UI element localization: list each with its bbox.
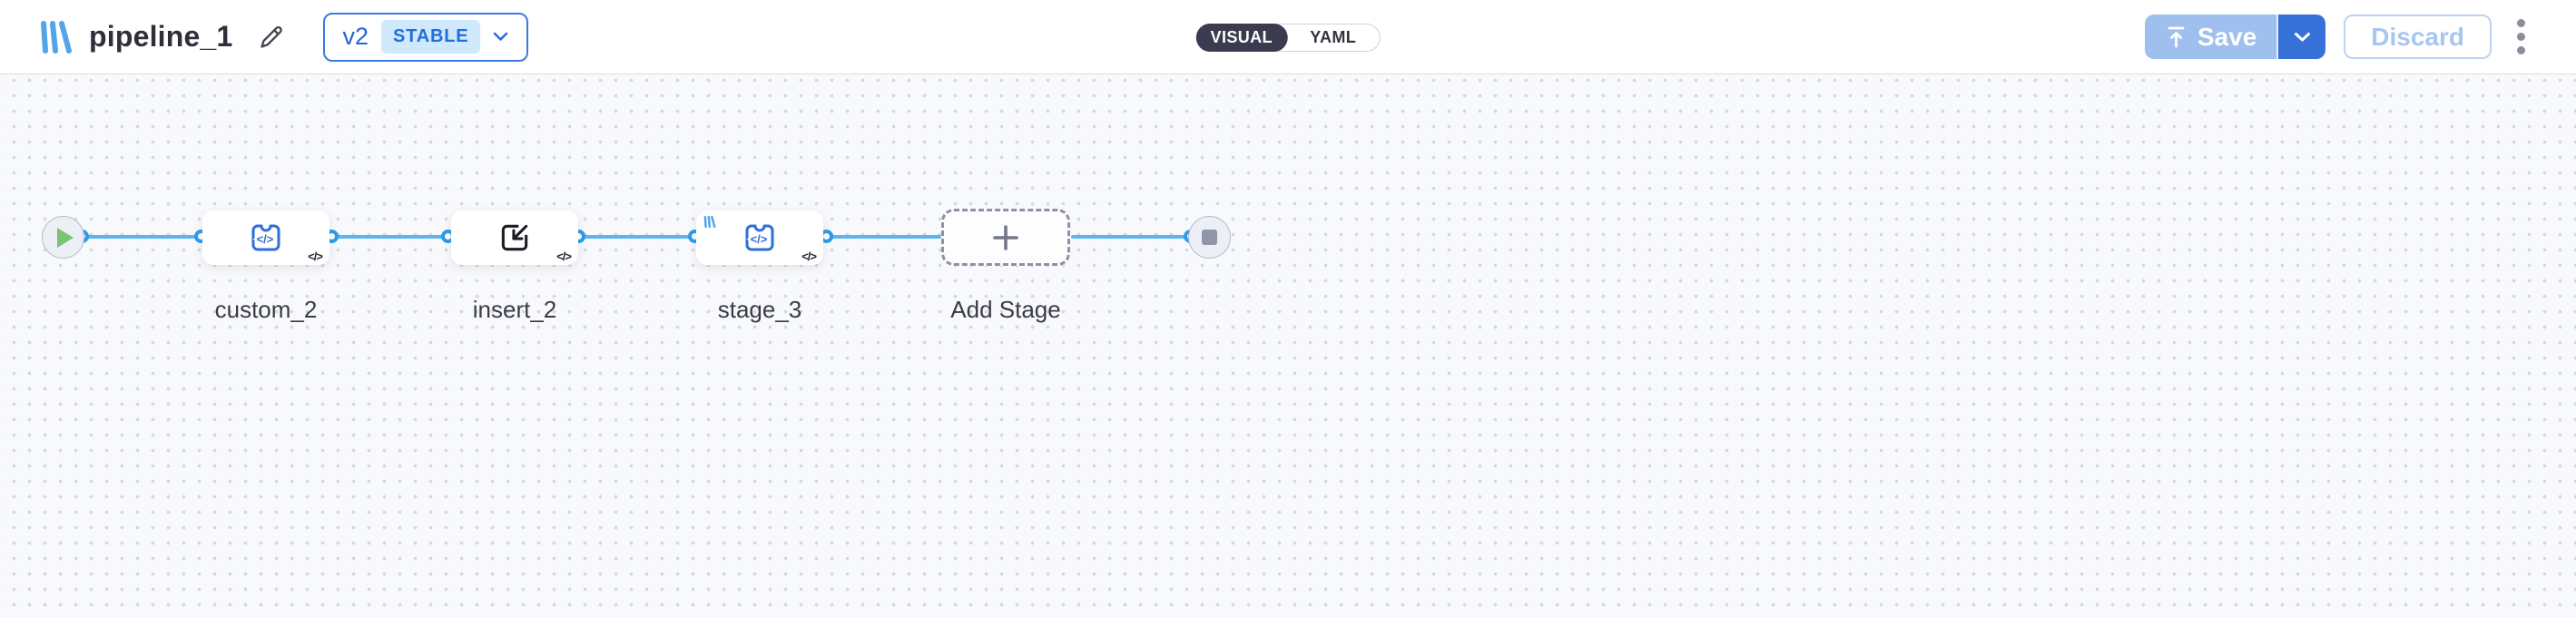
version-selector[interactable]: v2 STABLE [322, 12, 529, 62]
svg-text:</>: </> [751, 232, 768, 246]
node-label-add-stage: Add Stage [950, 296, 1061, 323]
import-icon [501, 224, 528, 251]
tab-visual[interactable]: VISUAL [1195, 24, 1288, 52]
pipeline-end-node[interactable] [1188, 216, 1231, 259]
kebab-dot [2517, 33, 2525, 41]
chevron-down-icon [494, 32, 508, 41]
pencil-icon [260, 25, 282, 48]
tab-yaml[interactable]: YAML [1287, 24, 1379, 52]
code-icon: </> [801, 250, 817, 263]
save-options-button[interactable] [2276, 15, 2326, 59]
chevron-down-icon [2294, 32, 2310, 41]
kebab-dot [2517, 46, 2525, 54]
pipeline-start-node[interactable] [42, 216, 84, 259]
add-stage-button[interactable] [941, 209, 1070, 266]
pipeline-canvas[interactable]: </> </> </> [0, 74, 2576, 617]
app-logo-icon [41, 20, 72, 54]
node-label-insert_2: insert_2 [472, 296, 557, 323]
view-mode-toggle: VISUAL YAML [1195, 24, 1381, 52]
save-split-button: Save [2144, 15, 2326, 59]
edge-start-custom2 [82, 235, 201, 239]
stop-icon [1202, 230, 1217, 245]
toolbar: pipeline_1 v2 STABLE VISUAL YAML [0, 0, 2576, 74]
puzzle-code-icon: </> [251, 224, 280, 251]
edge-custom2-insert2 [331, 235, 447, 239]
more-options-button[interactable] [2510, 14, 2532, 60]
save-button-label: Save [2197, 22, 2257, 51]
version-label: v2 [342, 23, 369, 50]
version-status-badge: STABLE [381, 20, 481, 54]
stage-node-stage_3[interactable]: </> </> [696, 211, 823, 265]
toolbar-right: Save Discard [2144, 14, 2532, 60]
stage-node-custom_2[interactable]: </> </> [202, 211, 329, 265]
node-label-custom_2: custom_2 [214, 296, 318, 323]
svg-text:</>: </> [257, 232, 274, 246]
edge-stage3-addstage [826, 235, 941, 239]
save-button[interactable]: Save [2144, 15, 2277, 59]
edge-insert2-stage3 [578, 235, 694, 239]
node-label-stage_3: stage_3 [717, 296, 802, 323]
edit-title-button[interactable] [253, 19, 289, 54]
plus-icon [993, 224, 1018, 250]
play-icon [57, 227, 74, 248]
puzzle-code-icon: </> [745, 224, 774, 251]
code-icon: </> [556, 250, 572, 263]
library-icon [703, 215, 716, 229]
kebab-dot [2517, 19, 2525, 27]
upload-icon [2168, 26, 2185, 48]
edge-addstage-end [1071, 235, 1190, 239]
pipeline-title: pipeline_1 [89, 20, 233, 53]
discard-button[interactable]: Discard [2344, 15, 2492, 59]
stage-node-insert_2[interactable]: </> [451, 211, 578, 265]
code-icon: </> [308, 250, 323, 263]
toolbar-left: pipeline_1 v2 STABLE [36, 12, 529, 62]
